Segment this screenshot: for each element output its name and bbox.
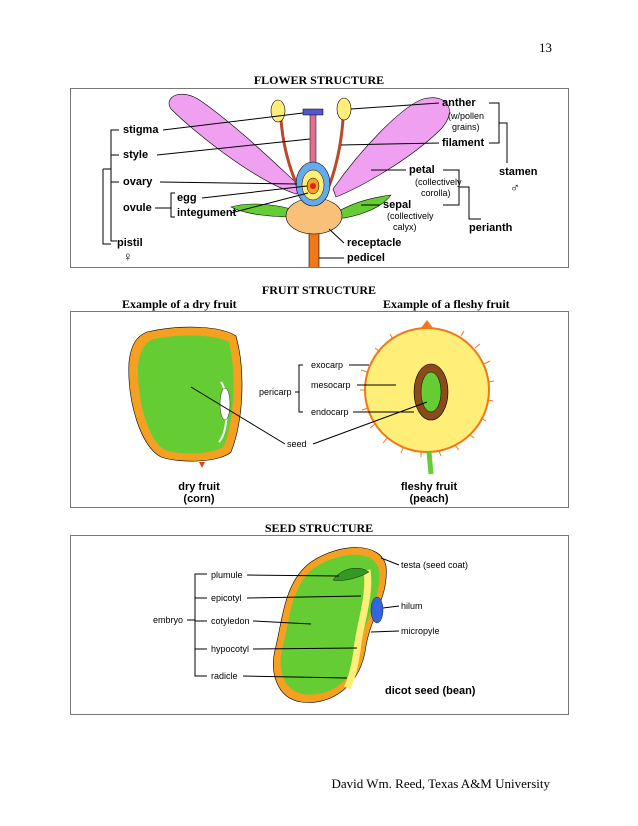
pistil-symbol: ♀ xyxy=(123,249,133,264)
label-sepal: sepal xyxy=(383,199,411,211)
label-sepal-note-2: calyx) xyxy=(393,222,417,232)
label-anther-note-2: grains) xyxy=(452,122,480,132)
flower-structure-title: FLOWER STRUCTURE xyxy=(253,73,385,87)
label-epicotyl: epicotyl xyxy=(211,593,242,603)
fruit-seed-shape xyxy=(420,371,442,413)
fleshy-fruit-hairs xyxy=(360,330,495,457)
fruit-diagram-panel: pericarp exocarp mesocarp endocarp seed … xyxy=(70,311,569,508)
seed-caption: dicot seed (bean) xyxy=(385,685,476,697)
label-petal-note-1: (collectively xyxy=(415,177,462,187)
anther-left-shape xyxy=(270,99,286,123)
label-embryo: embryo xyxy=(153,615,183,625)
label-pericarp: pericarp xyxy=(259,387,292,397)
seed-diagram-panel: plumule epicotyl cotyledon hypocotyl rad… xyxy=(70,535,569,715)
anther-right-shape xyxy=(336,97,352,121)
label-anther: anther xyxy=(442,97,476,109)
label-stamen: stamen xyxy=(499,166,538,178)
label-filament: filament xyxy=(442,137,485,149)
style-shape xyxy=(309,112,317,169)
label-egg: egg xyxy=(177,192,197,204)
label-sepal-note-1: (collectively xyxy=(387,211,434,221)
flower-diagram-panel: stigma style ovary ovule egg integument … xyxy=(70,88,569,268)
dry-fruit-seed-shape xyxy=(219,387,231,421)
label-exocarp: exocarp xyxy=(311,360,343,370)
label-hilum: hilum xyxy=(401,601,423,611)
label-petal: petal xyxy=(409,164,435,176)
label-stigma: stigma xyxy=(123,124,159,136)
label-receptacle: receptacle xyxy=(347,237,401,249)
dry-fruit-heading: Example of a dry fruit xyxy=(122,297,237,311)
flower-diagram: stigma style ovary ovule egg integument … xyxy=(102,93,538,267)
label-ovule: ovule xyxy=(123,202,152,214)
sepal-right-shape xyxy=(336,194,392,220)
egg-shape xyxy=(310,183,316,189)
petal-right-shape xyxy=(332,97,450,198)
plumule-shape xyxy=(332,568,370,581)
label-petal-note-2: corolla) xyxy=(421,188,451,198)
fleshy-fruit-caption-2: (peach) xyxy=(409,493,448,505)
stigma-shape xyxy=(302,108,324,116)
fruit-diagram: pericarp exocarp mesocarp endocarp seed … xyxy=(128,320,495,505)
label-integument: integument xyxy=(177,207,237,219)
page-number: 13 xyxy=(539,40,552,55)
fleshy-fruit-caption-1: fleshy fruit xyxy=(401,481,458,493)
sepal-left-shape xyxy=(230,203,298,218)
label-style: style xyxy=(123,149,148,161)
label-pedicel: pedicel xyxy=(347,252,385,264)
label-perianth: perianth xyxy=(469,222,513,234)
label-endocarp: endocarp xyxy=(311,407,349,417)
label-ovary: ovary xyxy=(123,176,153,188)
footer-credit: David Wm. Reed, Texas A&M University xyxy=(331,776,551,791)
label-hypocotyl: hypocotyl xyxy=(211,644,249,654)
label-pistil: pistil xyxy=(117,237,143,249)
seed-diagram: plumule epicotyl cotyledon hypocotyl rad… xyxy=(153,547,476,703)
label-micropyle: micropyle xyxy=(401,626,440,636)
label-anther-note-1: (w/pollen xyxy=(448,111,484,121)
label-seed: seed xyxy=(287,439,307,449)
label-cotyledon: cotyledon xyxy=(211,616,250,626)
fleshy-fruit-stem-shape xyxy=(426,451,434,475)
label-testa: testa (seed coat) xyxy=(401,560,468,570)
label-radicle: radicle xyxy=(211,671,238,681)
dry-fruit-inner-shape xyxy=(137,335,234,454)
fleshy-fruit-heading: Example of a fleshy fruit xyxy=(383,297,510,311)
fruit-structure-title: FRUIT STRUCTURE xyxy=(261,283,377,297)
label-plumule: plumule xyxy=(211,570,243,580)
hilum-shape xyxy=(370,596,384,624)
dry-fruit-caption-2: (corn) xyxy=(183,493,215,505)
dry-fruit-caption-1: dry fruit xyxy=(178,481,220,493)
seed-structure-title: SEED STRUCTURE xyxy=(264,521,374,535)
petal-left-shape xyxy=(168,93,304,195)
stamen-symbol: ♂ xyxy=(510,180,520,195)
label-mesocarp: mesocarp xyxy=(311,380,351,390)
hypocotyl-radicle-shape xyxy=(343,569,372,690)
